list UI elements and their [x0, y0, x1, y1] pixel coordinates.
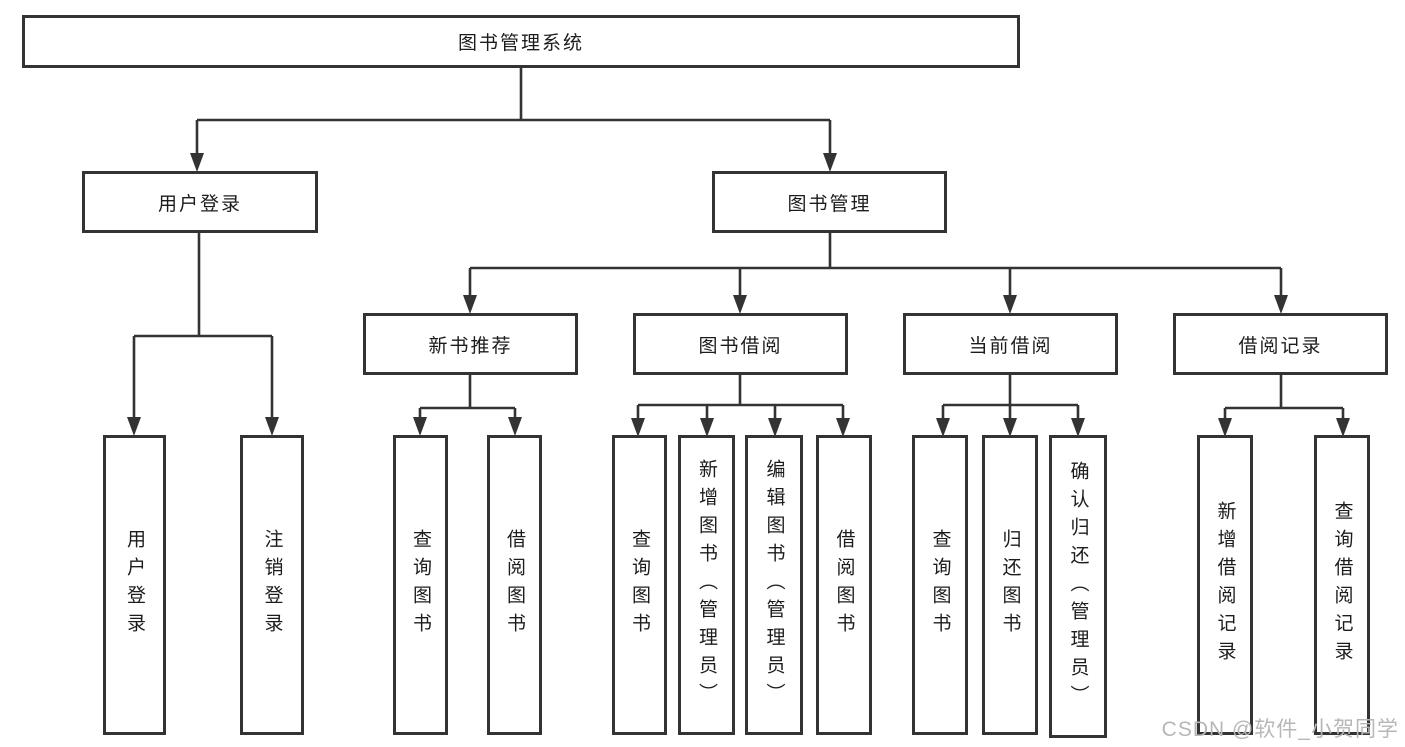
csdn-watermark: CSDN @软件_小贺同学	[1161, 718, 1399, 741]
node-book-management: 图书管理	[712, 171, 947, 233]
connector-bookborrow-to-leaves	[636, 375, 845, 421]
connector-bookmgmt-to-level3	[468, 233, 1283, 298]
arrowhead-down-icons	[127, 153, 1350, 437]
leaf-query-books-recommend: 查询图书	[393, 435, 448, 735]
connector-userlogin-to-leaves	[132, 233, 274, 420]
leaf-user-login: 用户登录	[103, 435, 166, 735]
node-borrow-records: 借阅记录	[1173, 313, 1388, 375]
connector-root-to-level2	[195, 68, 832, 156]
leaf-query-books-borrow: 查询图书	[612, 435, 667, 735]
leaf-add-borrow-record: 新增借阅记录	[1197, 435, 1253, 735]
connector-borrowrecords-to-leaves	[1223, 375, 1345, 421]
connector-currentborrow-to-leaves	[941, 375, 1080, 421]
leaf-query-borrow-record: 查询借阅记录	[1314, 435, 1370, 735]
node-book-borrow: 图书借阅	[633, 313, 848, 375]
leaf-edit-books-admin: 编辑图书（管理员）	[745, 435, 803, 735]
leaf-borrow-books: 借阅图书	[816, 435, 872, 735]
leaf-return-books: 归还图书	[982, 435, 1038, 735]
node-current-borrow: 当前借阅	[903, 313, 1118, 375]
leaf-query-books-current: 查询图书	[912, 435, 968, 735]
leaf-add-books-admin: 新增图书（管理员）	[678, 435, 735, 735]
leaf-borrow-books-recommend: 借阅图书	[487, 435, 542, 735]
leaf-logout: 注销登录	[240, 435, 304, 735]
node-user-login: 用户登录	[82, 171, 318, 233]
node-new-book-recommend: 新书推荐	[363, 313, 578, 375]
node-root-library-management-system: 图书管理系统	[22, 15, 1020, 68]
connector-newbook-to-leaves	[418, 375, 517, 421]
leaf-confirm-return-admin: 确认归还（管理员）	[1049, 435, 1107, 738]
